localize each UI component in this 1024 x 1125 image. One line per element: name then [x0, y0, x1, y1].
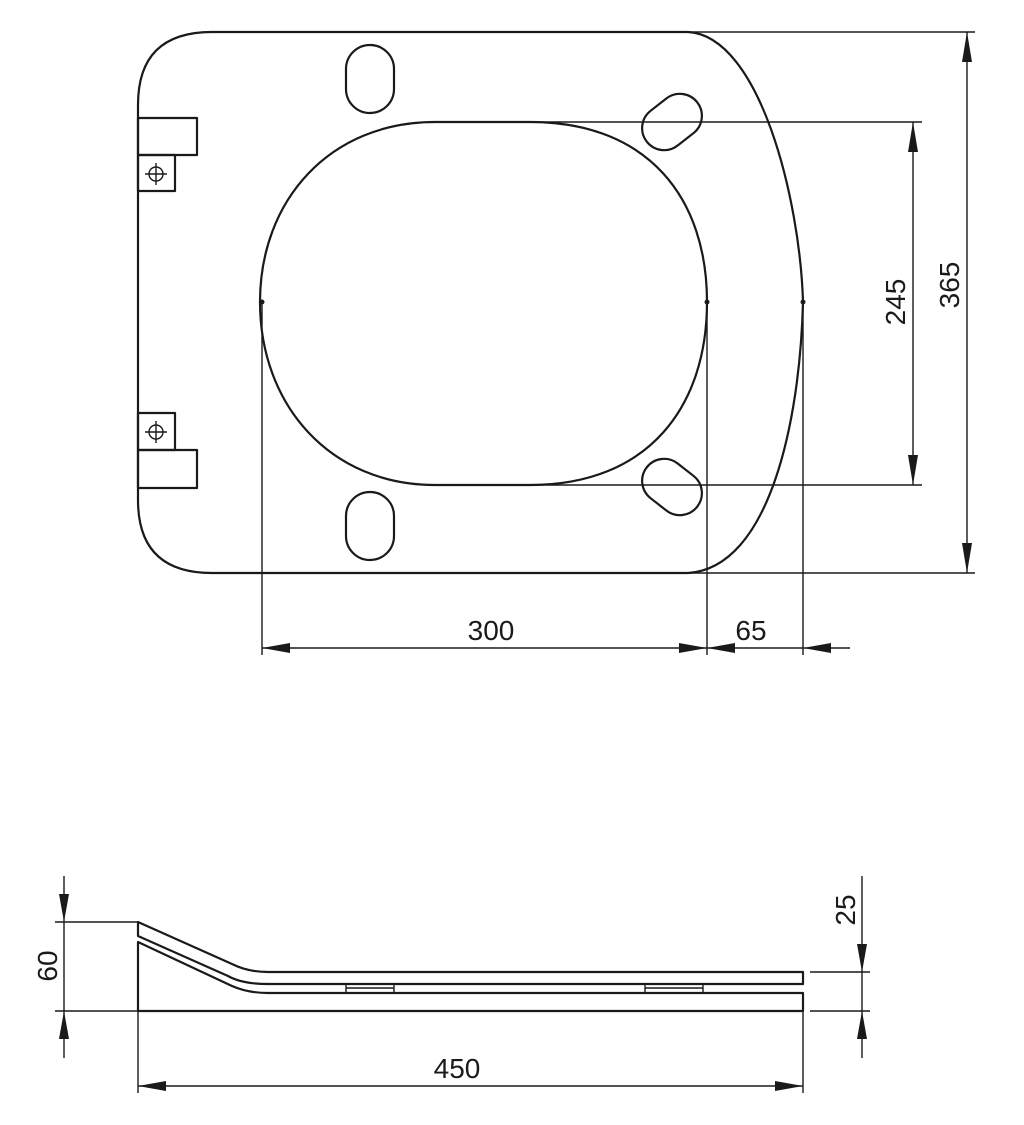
- dimension-label-overall-depth: 365: [934, 262, 965, 309]
- bumper-pad-top-left: [344, 43, 396, 115]
- dimension-overall-length: 450: [137, 1011, 804, 1093]
- hinge-bracket-bottom: [136, 411, 199, 490]
- bumper-pad-bottom-left: [344, 490, 396, 562]
- lid-profile: [136, 920, 805, 986]
- dimension-opening-depth: 245: [530, 121, 922, 486]
- dimension-label-opening-depth: 245: [880, 279, 911, 326]
- dimension-hinge-offset: 65: [707, 302, 850, 655]
- seat-outline: [136, 30, 805, 575]
- hinge-bracket-top: [136, 116, 199, 193]
- dimension-front-height: 25: [810, 876, 870, 1058]
- seat-profile: [136, 940, 805, 1013]
- seat-opening: [258, 120, 709, 487]
- bumper-pad-bottom-right: [641, 457, 703, 517]
- dimension-label-front-height: 25: [830, 894, 861, 925]
- dimension-overall-depth: 365: [688, 31, 975, 574]
- top-view: 300 65 245 365: [136, 30, 975, 655]
- dimension-label-rear-height: 60: [32, 950, 63, 981]
- dimension-label-overall-length: 450: [434, 1053, 481, 1084]
- dimension-opening-width: 300: [261, 302, 708, 655]
- dimension-rear-height: 60: [32, 876, 138, 1058]
- dimension-label-opening-width: 300: [468, 615, 515, 646]
- bumper-pad-top-right: [641, 92, 703, 152]
- side-view: 60 25 450: [32, 876, 870, 1093]
- dimension-label-hinge-offset: 65: [735, 615, 766, 646]
